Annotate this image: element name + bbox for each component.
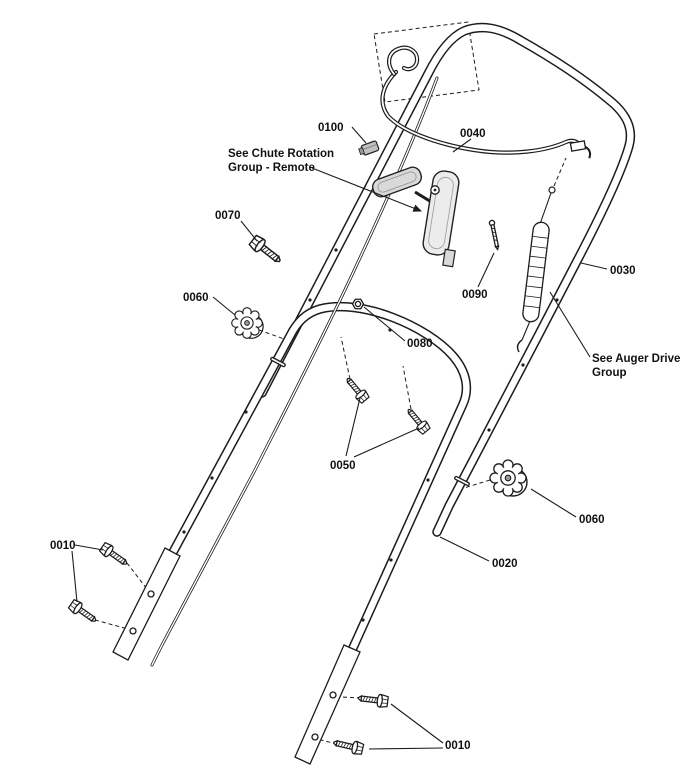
cable-end-fitting (569, 140, 592, 159)
part-label-0060-right: 0060 (579, 514, 605, 526)
tube-rivet-marks (182, 248, 559, 622)
callout-chute-line1: See Chute Rotation (228, 148, 334, 160)
star-knob-0060-left (231, 307, 264, 339)
part-label-0030: 0030 (610, 265, 636, 277)
clip-0100 (358, 140, 380, 156)
hex-bolt-0050-b (403, 405, 432, 436)
hex-bolt-0010-bottom-a (357, 691, 390, 709)
left-mounting-bracket (112, 547, 181, 661)
part-label-0070: 0070 (215, 210, 241, 222)
part-label-0050: 0050 (330, 460, 356, 472)
part-label-0100: 0100 (318, 122, 344, 134)
nut-0080 (351, 298, 365, 310)
auger-drive-spring (516, 186, 556, 353)
callout-auger-line2: Group (592, 367, 627, 379)
callout-chute-rotation: See Chute Rotation Group - Remote (228, 148, 334, 174)
lever-grip (371, 166, 423, 198)
hex-bolt-0010-bottom-b (331, 735, 365, 757)
part-label-0060-left: 0060 (183, 292, 209, 304)
part-label-0080: 0080 (407, 338, 433, 350)
callout-auger-line1: See Auger Drive (592, 353, 680, 365)
part-label-0020: 0020 (492, 558, 518, 570)
star-knob-0060-right (489, 459, 528, 497)
hex-bolt-0010-left-a (98, 540, 131, 570)
hex-bolt-0070 (247, 233, 285, 268)
callout-chute-line2: Group - Remote (228, 162, 315, 174)
part-label-0010-left: 0010 (50, 540, 76, 552)
lower-handle-tube (167, 301, 472, 655)
control-cable (380, 45, 592, 159)
chute-remote-lever-assembly (371, 166, 460, 268)
leader-lines (71, 126, 608, 750)
hex-bolt-0010-left-b (67, 597, 100, 627)
part-label-0010-bottom: 0010 (445, 740, 471, 752)
right-mounting-bracket (294, 644, 361, 765)
upper-handle-tube (257, 22, 636, 537)
pin-0090 (488, 219, 500, 251)
part-label-0040: 0040 (460, 128, 486, 140)
callout-auger-drive: See Auger Drive Group (592, 353, 680, 379)
part-label-0090: 0090 (462, 289, 488, 301)
hex-bolt-0050-a (342, 374, 371, 405)
